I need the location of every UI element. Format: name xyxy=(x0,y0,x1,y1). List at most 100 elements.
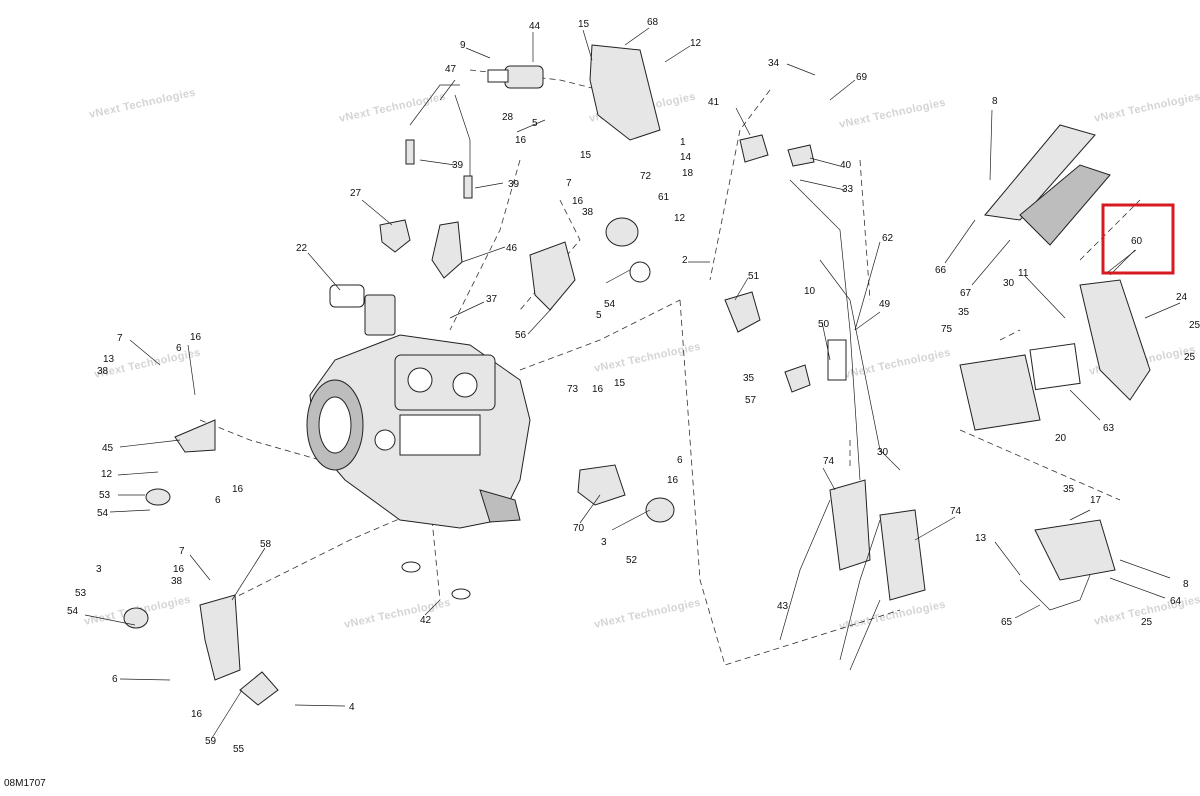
callout-6: 6 xyxy=(176,343,182,354)
callout-62: 62 xyxy=(882,233,894,244)
callout-53b: 53 xyxy=(75,588,87,599)
top-bracket xyxy=(589,44,661,141)
callout-64: 64 xyxy=(1170,596,1182,607)
callout-73: 73 xyxy=(567,384,579,395)
callout-65: 65 xyxy=(1001,617,1013,628)
callout-6d: 6 xyxy=(112,674,118,685)
callout-39: 39 xyxy=(452,160,464,171)
callout-16e: 16 xyxy=(592,384,604,395)
callout-51: 51 xyxy=(748,271,760,282)
callout-74b: 74 xyxy=(950,506,962,517)
callout-38c: 38 xyxy=(171,576,183,587)
callout-16b: 16 xyxy=(572,196,584,207)
callout-16g: 16 xyxy=(173,564,185,575)
ecu-assembly xyxy=(959,124,1151,611)
callout-41: 41 xyxy=(708,97,720,108)
callout-3b: 3 xyxy=(96,564,102,575)
callout-10: 10 xyxy=(804,286,816,297)
callout-11: 11 xyxy=(1018,268,1029,279)
callout-9: 9 xyxy=(460,40,466,51)
callout-labels: 44 15 68 9 12 47 28 5 16 15 1 14 18 41 3… xyxy=(67,17,1200,755)
callout-54c: 54 xyxy=(67,606,79,617)
callout-16f: 16 xyxy=(667,475,679,486)
watermark: vNext Technologies xyxy=(593,341,702,375)
callout-12b: 12 xyxy=(674,213,686,224)
callout-38b: 38 xyxy=(97,366,109,377)
watermark: vNext Technologies xyxy=(343,597,452,631)
callout-42: 42 xyxy=(420,615,432,626)
callout-24: 24 xyxy=(1176,292,1188,303)
callout-35: 35 xyxy=(958,307,970,318)
callout-47: 47 xyxy=(445,64,457,75)
callout-53: 53 xyxy=(99,490,111,501)
callout-13b: 13 xyxy=(975,533,987,544)
callout-57: 57 xyxy=(745,395,757,406)
callout-63: 63 xyxy=(1103,423,1115,434)
ignition-coil xyxy=(487,65,544,89)
callout-14: 14 xyxy=(680,152,692,163)
callout-74: 74 xyxy=(823,456,835,467)
callout-54: 54 xyxy=(604,299,616,310)
callout-27: 27 xyxy=(350,188,362,199)
callout-16: 16 xyxy=(515,135,527,146)
callout-43: 43 xyxy=(777,601,789,612)
callout-6b: 6 xyxy=(215,495,221,506)
callout-50: 50 xyxy=(818,319,830,330)
callout-30b: 30 xyxy=(877,447,889,458)
callout-55: 55 xyxy=(233,744,245,755)
callout-30: 30 xyxy=(1003,278,1015,289)
callout-52: 52 xyxy=(626,555,638,566)
throttle-bodies xyxy=(779,179,926,671)
callout-49: 49 xyxy=(879,299,891,310)
callout-60: 60 xyxy=(1131,236,1143,247)
callout-5b: 5 xyxy=(596,310,602,321)
callout-67: 67 xyxy=(960,288,972,299)
callout-61: 61 xyxy=(658,192,670,203)
callout-1: 1 xyxy=(680,137,686,148)
callout-20: 20 xyxy=(1055,433,1067,444)
callout-4: 4 xyxy=(349,702,355,713)
spark-plug-wires xyxy=(405,84,473,199)
callout-35c: 35 xyxy=(1063,484,1075,495)
callout-12c: 12 xyxy=(101,469,113,480)
watermark: vNext Technologies xyxy=(1093,91,1200,125)
highlight-box xyxy=(1101,203,1175,275)
callout-59: 59 xyxy=(205,736,217,747)
callout-68: 68 xyxy=(647,17,659,28)
callout-33: 33 xyxy=(842,184,854,195)
callout-7b: 7 xyxy=(117,333,123,344)
callout-25c: 25 xyxy=(1141,617,1153,628)
center-mounts xyxy=(529,134,847,523)
callout-18: 18 xyxy=(682,168,694,179)
watermark: vNext Technologies xyxy=(338,91,447,125)
callout-56: 56 xyxy=(515,330,527,341)
engine-mounts-left xyxy=(123,219,471,706)
callout-72: 72 xyxy=(640,171,652,182)
watermark: vNext Technologies xyxy=(838,97,947,131)
callout-38: 38 xyxy=(582,207,594,218)
callout-45: 45 xyxy=(102,443,114,454)
callout-37: 37 xyxy=(486,294,498,305)
callout-16c: 16 xyxy=(190,332,202,343)
callout-16d: 16 xyxy=(232,484,244,495)
callout-17: 17 xyxy=(1090,495,1102,506)
callout-28: 28 xyxy=(502,112,514,123)
callout-12: 12 xyxy=(690,38,702,49)
watermark: vNext Technologies xyxy=(88,87,197,121)
callout-13: 13 xyxy=(103,354,115,365)
callout-15c: 15 xyxy=(614,378,626,389)
callout-44: 44 xyxy=(529,21,541,32)
callout-25: 25 xyxy=(1189,320,1200,331)
callout-69: 69 xyxy=(856,72,868,83)
callout-8b: 8 xyxy=(1183,579,1189,590)
callout-7c: 7 xyxy=(179,546,185,557)
callout-3: 3 xyxy=(601,537,607,548)
callout-34: 34 xyxy=(768,58,780,69)
watermark: vNext Technologies xyxy=(843,347,952,381)
callout-40: 40 xyxy=(840,160,852,171)
callout-25b: 25 xyxy=(1184,352,1196,363)
callout-16h: 16 xyxy=(191,709,203,720)
callout-15: 15 xyxy=(578,19,590,30)
watermark: vNext Technologies xyxy=(593,597,702,631)
callout-54b: 54 xyxy=(97,508,109,519)
